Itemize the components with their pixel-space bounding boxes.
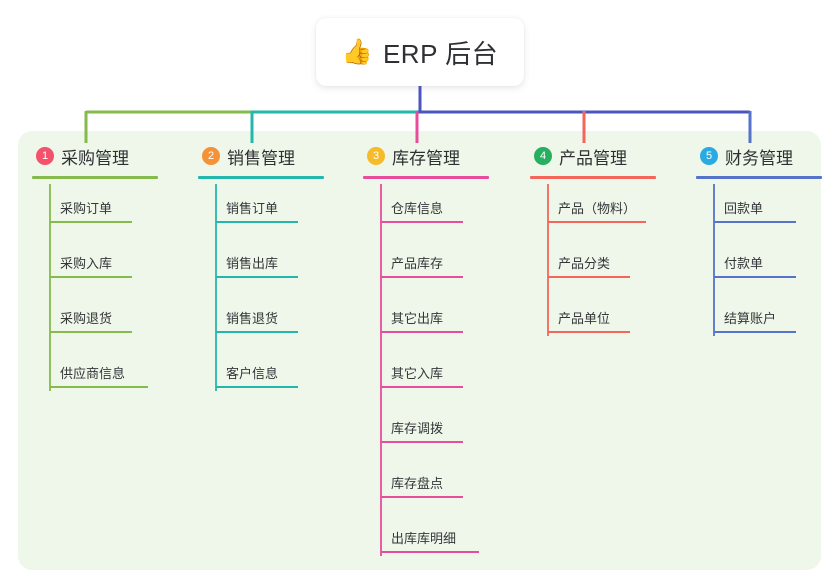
leaf-rule [50, 276, 132, 278]
leaf-item[interactable]: 采购退货 [32, 289, 182, 344]
leaf-item[interactable]: 采购入库 [32, 234, 182, 289]
leaf-rule [714, 276, 796, 278]
branch-title-4: 产品管理 [559, 148, 627, 168]
leaf-label: 销售退货 [226, 311, 279, 326]
branch-rule-3 [363, 176, 489, 179]
root-node-title: ERP 后台 [382, 38, 499, 69]
leaf-rule [381, 551, 479, 553]
branch-rule-2 [198, 176, 324, 179]
leaf-rule [381, 441, 463, 443]
leaf-label: 采购退货 [60, 311, 113, 326]
leaf-item[interactable]: 销售退货 [198, 289, 348, 344]
leaf-label: 客户信息 [226, 366, 279, 381]
branch-badge-1: 1 [36, 147, 54, 165]
leaf-item[interactable]: 产品（物料） [530, 179, 680, 234]
leaf-rule [50, 386, 148, 388]
branch-title-1: 采购管理 [61, 148, 129, 168]
leaf-rule [381, 386, 463, 388]
branch-column-2[interactable]: 2 销售管理 销售订单 销售出库 销售退货 客户信息 [198, 143, 348, 399]
leaf-item[interactable]: 客户信息 [198, 344, 348, 399]
leaf-label: 仓库信息 [391, 201, 444, 216]
branch-rule-5 [696, 176, 822, 179]
branch-column-3[interactable]: 3 库存管理 仓库信息 产品库存 其它出库 其它入库 库存调拨 [363, 143, 513, 564]
leaf-label: 其它出库 [391, 311, 444, 326]
leaf-label: 产品库存 [391, 256, 444, 271]
leaf-label: 供应商信息 [60, 366, 126, 381]
leaf-label: 产品单位 [558, 311, 611, 326]
leaf-item[interactable]: 出库库明细 [363, 509, 513, 564]
leaf-item[interactable]: 产品分类 [530, 234, 680, 289]
leaf-item[interactable]: 付款单 [696, 234, 839, 289]
leaf-rule [714, 221, 796, 223]
branch-header-3[interactable]: 3 库存管理 [363, 143, 513, 169]
branch-header-2[interactable]: 2 销售管理 [198, 143, 348, 169]
branch-header-4[interactable]: 4 产品管理 [530, 143, 680, 169]
leaf-list-2: 销售订单 销售出库 销售退货 客户信息 [198, 179, 348, 399]
thumbs-up-icon: 👍 [341, 37, 373, 66]
leaf-item[interactable]: 产品库存 [363, 234, 513, 289]
leaf-rule [381, 276, 463, 278]
leaf-rule [548, 221, 646, 223]
leaf-rule [50, 331, 132, 333]
leaf-label: 销售出库 [226, 256, 279, 271]
leaf-item[interactable]: 其它出库 [363, 289, 513, 344]
leaf-item[interactable]: 库存调拨 [363, 399, 513, 454]
leaf-rule [381, 496, 463, 498]
leaf-rule [714, 331, 796, 333]
branch-rule-1 [32, 176, 158, 179]
leaf-list-4: 产品（物料） 产品分类 产品单位 [530, 179, 680, 344]
leaf-rule [548, 331, 630, 333]
leaf-item[interactable]: 其它入库 [363, 344, 513, 399]
leaf-label: 结算账户 [724, 311, 777, 326]
leaf-item[interactable]: 产品单位 [530, 289, 680, 344]
root-node-content: 👍 ERP 后台 [342, 34, 498, 71]
leaf-label: 库存盘点 [391, 476, 444, 491]
branch-badge-5: 5 [700, 147, 718, 165]
leaf-item[interactable]: 仓库信息 [363, 179, 513, 234]
leaf-rule [381, 221, 463, 223]
leaf-label: 回款单 [724, 201, 764, 216]
leaf-label: 其它入库 [391, 366, 444, 381]
leaf-list-5: 回款单 付款单 结算账户 [696, 179, 839, 344]
branch-rule-4 [530, 176, 656, 179]
leaf-item[interactable]: 供应商信息 [32, 344, 182, 399]
leaf-label: 付款单 [724, 256, 764, 271]
leaf-rule [548, 276, 630, 278]
branch-column-5[interactable]: 5 财务管理 回款单 付款单 结算账户 [696, 143, 839, 344]
leaf-item[interactable]: 销售出库 [198, 234, 348, 289]
leaf-item[interactable]: 结算账户 [696, 289, 839, 344]
leaf-label: 采购订单 [60, 201, 113, 216]
branch-badge-3: 3 [367, 147, 385, 165]
leaf-rule [216, 276, 298, 278]
leaf-item[interactable]: 库存盘点 [363, 454, 513, 509]
branch-column-1[interactable]: 1 采购管理 采购订单 采购入库 采购退货 供应商信息 [32, 143, 182, 399]
leaf-label: 产品分类 [558, 256, 611, 271]
branch-header-5[interactable]: 5 财务管理 [696, 143, 839, 169]
leaf-label: 产品（物料） [558, 201, 637, 216]
leaf-label: 库存调拨 [391, 421, 444, 436]
leaf-rule [50, 221, 132, 223]
leaf-item[interactable]: 销售订单 [198, 179, 348, 234]
branch-badge-4: 4 [534, 147, 552, 165]
leaf-rule [381, 331, 463, 333]
leaf-label: 销售订单 [226, 201, 279, 216]
leaf-label: 出库库明细 [391, 531, 457, 546]
branch-column-4[interactable]: 4 产品管理 产品（物料） 产品分类 产品单位 [530, 143, 680, 344]
leaf-label: 采购入库 [60, 256, 113, 271]
branch-title-3: 库存管理 [392, 148, 460, 168]
leaf-list-1: 采购订单 采购入库 采购退货 供应商信息 [32, 179, 182, 399]
branch-badge-2: 2 [202, 147, 220, 165]
leaf-rule [216, 331, 298, 333]
root-node[interactable]: 👍 ERP 后台 [316, 18, 524, 86]
branch-title-5: 财务管理 [725, 148, 793, 168]
leaf-list-3: 仓库信息 产品库存 其它出库 其它入库 库存调拨 库存盘点 [363, 179, 513, 564]
branch-title-2: 销售管理 [227, 148, 295, 168]
branch-header-1[interactable]: 1 采购管理 [32, 143, 182, 169]
leaf-item[interactable]: 回款单 [696, 179, 839, 234]
leaf-rule [216, 386, 298, 388]
leaf-item[interactable]: 采购订单 [32, 179, 182, 234]
leaf-rule [216, 221, 298, 223]
